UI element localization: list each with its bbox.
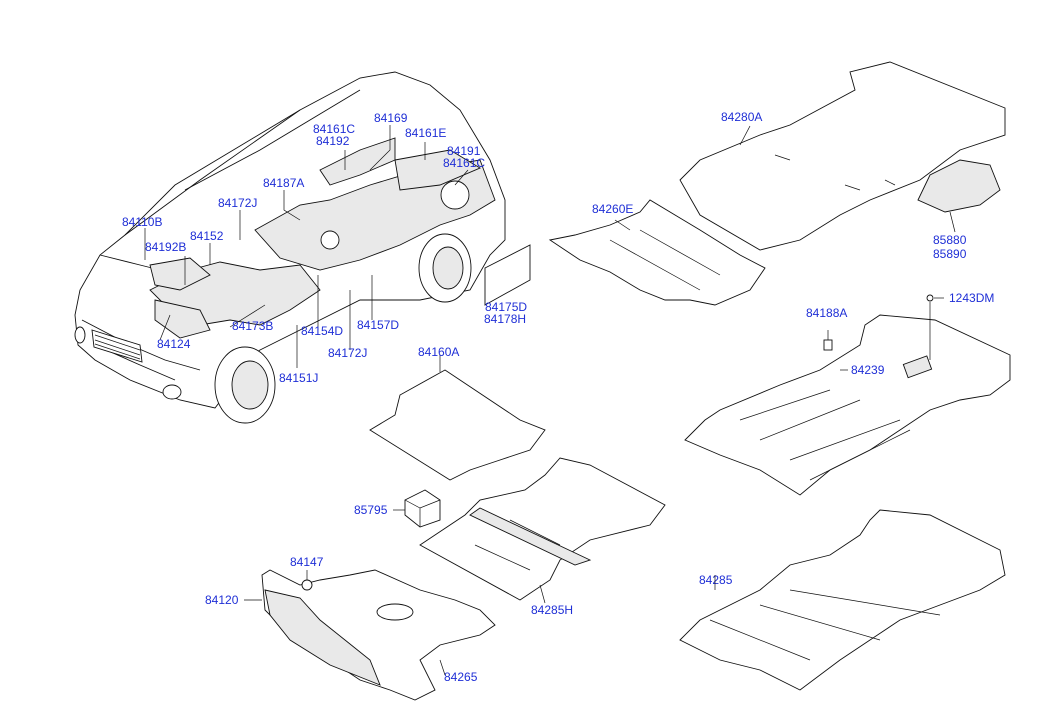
sheet-part-drawing [484, 244, 531, 306]
label-84161c-top[interactable]: 84161C [313, 122, 355, 136]
label-84160a[interactable]: 84160A [418, 345, 459, 359]
label-84169[interactable]: 84169 [374, 111, 408, 125]
label-84154d[interactable]: 84154D [301, 324, 343, 338]
label-84173b[interactable]: 84173B [232, 319, 273, 333]
label-84157d[interactable]: 84157D [357, 318, 399, 332]
label-84239[interactable]: 84239 [851, 363, 885, 377]
floor-mat-84260e [548, 199, 766, 306]
label-85880[interactable]: 85880 [933, 233, 967, 247]
label-84172j-bottom[interactable]: 84172J [328, 346, 367, 360]
label-84260e[interactable]: 84260E [592, 202, 633, 216]
label-84161e[interactable]: 84161E [405, 126, 446, 140]
van-floor-pads [149, 137, 496, 339]
label-84151j[interactable]: 84151J [279, 371, 318, 385]
label-84285h[interactable]: 84285H [531, 603, 573, 617]
label-84192b[interactable]: 84192B [145, 240, 186, 254]
label-84161c-right[interactable]: 84161C [443, 156, 485, 170]
van-leader-lines [144, 125, 469, 368]
floor-panel-84285 [679, 509, 1006, 691]
label-84152[interactable]: 84152 [190, 229, 224, 243]
label-85890[interactable]: 85890 [933, 247, 967, 261]
label-84110b[interactable]: 84110B [122, 215, 162, 229]
label-85795[interactable]: 85795 [354, 503, 388, 517]
label-84188a[interactable]: 84188A [806, 306, 847, 320]
cover-85880 [917, 159, 1001, 233]
label-84187a[interactable]: 84187A [263, 176, 304, 190]
label-84280a[interactable]: 84280A [721, 110, 762, 124]
label-84265[interactable]: 84265 [444, 670, 478, 684]
block-85795 [404, 489, 441, 528]
label-leader-lines [244, 125, 944, 676]
label-1243dm[interactable]: 1243DM [949, 291, 994, 305]
part-labels: 84161C 84192 84169 84161E 84191 84161C 8… [122, 110, 994, 684]
label-84192[interactable]: 84192 [316, 134, 350, 148]
floor-mat-84280a [679, 61, 1006, 251]
label-84172j-top[interactable]: 84172J [218, 196, 257, 210]
floor-panel-84239 [684, 294, 1011, 496]
label-84124[interactable]: 84124 [157, 337, 191, 351]
label-84175d[interactable]: 84175D [485, 300, 527, 314]
label-84147[interactable]: 84147 [290, 555, 324, 569]
label-84120[interactable]: 84120 [205, 593, 239, 607]
label-84178h[interactable]: 84178H [484, 312, 526, 326]
floor-mat-84160a [369, 355, 546, 481]
label-84191[interactable]: 84191 [447, 144, 481, 158]
dash-panel-84120 [261, 569, 496, 701]
label-84285[interactable]: 84285 [699, 573, 733, 587]
floor-mat-84285h [419, 457, 666, 601]
